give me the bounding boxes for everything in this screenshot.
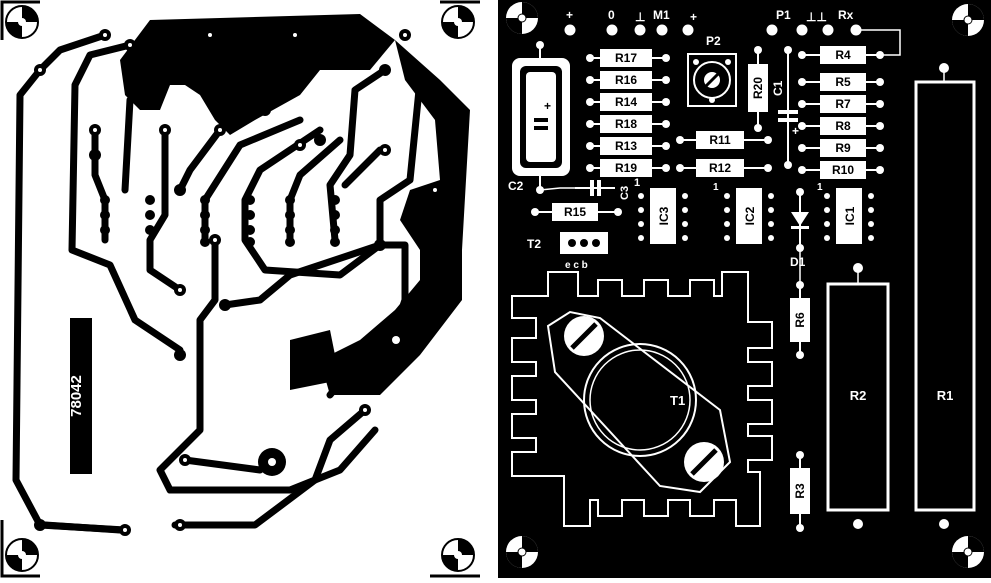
connector-label: Rx <box>838 8 854 22</box>
large-mounting-pad <box>258 448 286 476</box>
ic-ic1: IC1 1 <box>817 182 874 244</box>
ic-label: IC2 <box>743 206 757 225</box>
r15-label: R15 <box>564 205 586 219</box>
resistor: R10 <box>798 161 884 179</box>
ic-ic2: IC2 1 <box>713 182 774 244</box>
resistor: R12 <box>676 159 772 177</box>
resistor-label: R8 <box>835 119 851 133</box>
board-number: 78042 <box>68 375 85 417</box>
registration-target-icon <box>952 536 984 568</box>
trimmer-p2: P2 <box>687 34 737 107</box>
component-traces <box>539 29 945 285</box>
connector-label: 0 <box>608 8 615 22</box>
resistor: R18 <box>586 115 670 133</box>
r2-label: R2 <box>850 388 867 403</box>
connector-label: + <box>566 8 573 22</box>
resistor-label: R17 <box>615 51 637 65</box>
top-connector-labels: + 0 ⊥ M1 + P1 ⊥⊥ Rx <box>566 8 854 24</box>
connector-label: ⊥⊥ <box>806 10 827 24</box>
left-crop-marks <box>0 0 480 578</box>
drill-holes <box>38 33 437 532</box>
resistor-r15: R15 <box>531 203 622 221</box>
resistor-label: R9 <box>835 141 851 155</box>
r20-label: R20 <box>751 77 765 99</box>
heatsink-t1: T1 <box>511 271 773 527</box>
d1-label: D1 <box>790 255 806 269</box>
resistor-r3: R3 <box>790 451 810 532</box>
connector-label: P1 <box>776 8 791 22</box>
resistor-label: R11 <box>709 133 731 147</box>
ic-ic3: IC3 <box>638 188 688 244</box>
registration-target-icon <box>441 5 475 39</box>
resistor-column-left: R17 R16 R14 R18 <box>586 49 670 177</box>
copper-side-panel: 78042 <box>0 0 490 578</box>
resistor-label: R4 <box>835 48 851 62</box>
connector-label: + <box>690 10 697 24</box>
resistor: R11 <box>676 131 772 149</box>
r1-label: R1 <box>937 388 954 403</box>
resistor: R4 <box>798 46 884 64</box>
registration-target-icon <box>506 536 538 568</box>
c2-polarity: + <box>544 99 551 113</box>
solder-pads <box>34 24 441 536</box>
copper-fill-areas <box>70 14 470 474</box>
resistor: R13 <box>586 137 670 155</box>
resistor-label: R7 <box>835 97 851 111</box>
resistor: R17 <box>586 49 670 67</box>
resistor-label: R10 <box>832 163 854 177</box>
resistor: R19 <box>586 159 670 177</box>
resistor-label: R12 <box>709 161 731 175</box>
c3-pin: 1 <box>634 177 640 189</box>
resistor-r6: R6 <box>790 281 810 359</box>
r3-label: R3 <box>793 483 807 499</box>
resistor: R14 <box>586 93 670 111</box>
capacitor-c2: + C2 <box>508 41 570 194</box>
t1-label: T1 <box>670 393 685 408</box>
resistor-r1: R1 <box>914 63 976 529</box>
connector-label: ⊥ <box>635 10 645 24</box>
connector-label: M1 <box>653 8 670 22</box>
c1-label: C1 <box>771 80 785 96</box>
c2-label: C2 <box>508 179 524 193</box>
resistor: R16 <box>586 71 670 89</box>
resistor: R7 <box>798 95 884 113</box>
resistor: R9 <box>798 139 884 157</box>
resistor-label: R19 <box>615 161 637 175</box>
resistor-r20: R20 <box>748 46 768 132</box>
resistor-label: R18 <box>615 117 637 131</box>
c1-polarity: + <box>792 124 799 138</box>
resistor-label: R5 <box>835 75 851 89</box>
ic-pin-mark: 1 <box>817 182 823 193</box>
resistor: R5 <box>798 73 884 91</box>
resistor: R8 <box>798 117 884 135</box>
resistor-label: R14 <box>615 95 637 109</box>
t2-label: T2 <box>527 237 541 251</box>
component-side-panel: + 0 ⊥ M1 + P1 ⊥⊥ Rx R17 R16 <box>498 0 991 578</box>
resistor-label: R13 <box>615 139 637 153</box>
c3-label: C3 <box>619 186 631 200</box>
resistor-label: R16 <box>615 73 637 87</box>
registration-target-icon <box>441 538 475 572</box>
registration-target-icon <box>952 4 984 36</box>
top-connector-pads <box>564 24 862 36</box>
t2-pins: e c b <box>565 260 588 271</box>
capacitor-c3: C3 1 <box>575 177 640 200</box>
r6-label: R6 <box>793 312 807 328</box>
transistor-t2: T2 e c b <box>527 232 608 271</box>
large-mounting-pad <box>382 326 410 354</box>
resistor-column-right: R4 R5 R7 R8 <box>798 46 884 179</box>
ic-pin-mark: 1 <box>713 182 719 193</box>
diode-d1: D1 <box>790 188 809 269</box>
registration-target-icon <box>506 2 538 34</box>
ic-label: IC1 <box>843 206 857 225</box>
capacitor-c1: C1 + <box>771 46 799 169</box>
registration-target-icon <box>5 5 39 39</box>
registration-target-icon <box>5 538 39 572</box>
ic-label: IC3 <box>657 206 671 225</box>
p2-label: P2 <box>706 34 721 48</box>
